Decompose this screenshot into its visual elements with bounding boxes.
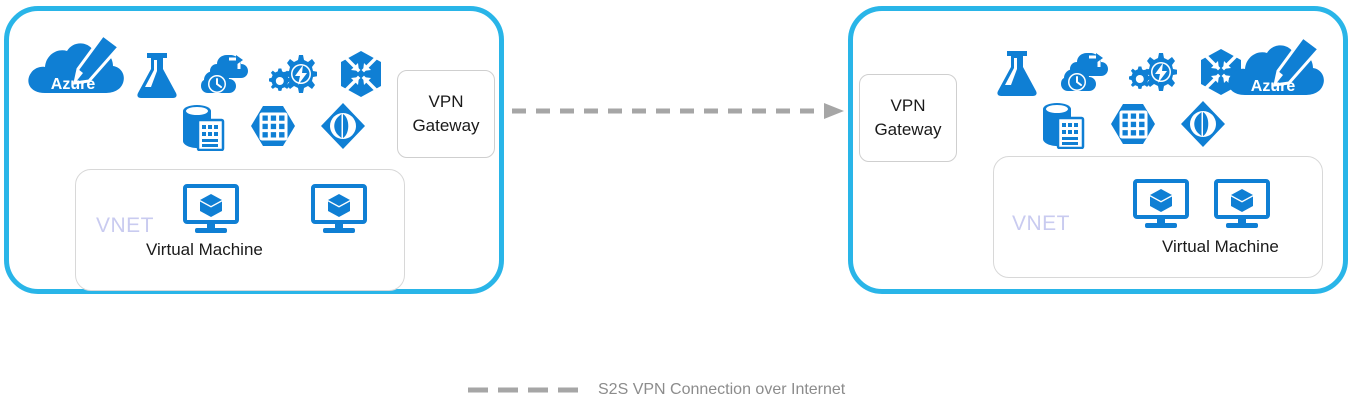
azure-logo-label: Azure	[1251, 78, 1296, 95]
diamond-ad-icon	[1179, 99, 1227, 149]
azure-cloud-pencil-logo: Azure	[1223, 33, 1329, 101]
legend-label: S2S VPN Connection over Internet	[598, 381, 846, 398]
virtual-machine-monitor-icon	[1212, 179, 1272, 231]
vnet-box-left: VNET	[75, 169, 405, 291]
gears-lightning-icon	[269, 49, 317, 99]
azure-region-left: Azure	[4, 6, 504, 294]
virtual-machine-monitor-icon	[181, 184, 241, 236]
vpn-gateway-line2: Gateway	[412, 115, 480, 135]
virtual-machine-label: Virtual Machine	[146, 240, 263, 259]
hexagon-arrows-icon	[337, 49, 385, 99]
flask-icon	[133, 49, 181, 99]
virtual-machine-monitor-icon	[1131, 179, 1191, 231]
hexagon-grid-icon	[1109, 99, 1157, 149]
virtual-machine-label: Virtual Machine	[1162, 237, 1279, 256]
vpn-gateway-line2: Gateway	[874, 119, 942, 139]
vpn-gateway-line1: VPN	[428, 91, 464, 111]
hexagon-grid-icon	[249, 101, 297, 151]
vpn-gateway-line1: VPN	[890, 95, 926, 115]
vpn-gateway-box-right[interactable]: VPN Gateway	[859, 74, 957, 162]
database-document-icon	[1039, 99, 1087, 149]
azure-logo-label: Azure	[51, 76, 96, 93]
cloud-clock-icon	[1061, 47, 1109, 97]
service-icon-row-top	[993, 47, 1245, 97]
gears-lightning-icon	[1129, 47, 1177, 97]
vnet-label: VNET	[96, 214, 155, 237]
virtual-machine-monitor-icon	[309, 184, 369, 236]
flask-icon	[993, 47, 1041, 97]
legend: S2S VPN Connection over Internet	[466, 381, 845, 399]
vnet-label: VNET	[1012, 212, 1071, 235]
service-icon-row-top	[133, 49, 385, 99]
database-document-icon	[179, 101, 227, 151]
diamond-ad-icon	[319, 101, 367, 151]
azure-cloud-pencil-logo: Azure	[23, 31, 129, 99]
service-icon-cluster	[993, 47, 1251, 155]
azure-region-right: VPN Gateway	[848, 6, 1348, 294]
dashed-arrow-right-icon	[512, 100, 846, 122]
vnet-box-right: VNET	[993, 156, 1323, 278]
cloud-clock-icon	[201, 49, 249, 99]
vpn-gateway-box-left[interactable]: VPN Gateway	[397, 70, 495, 158]
service-icon-row-bottom	[1039, 99, 1227, 149]
service-icon-row-bottom	[179, 101, 367, 151]
dashed-line-icon	[466, 384, 584, 396]
service-icon-cluster	[133, 49, 391, 157]
